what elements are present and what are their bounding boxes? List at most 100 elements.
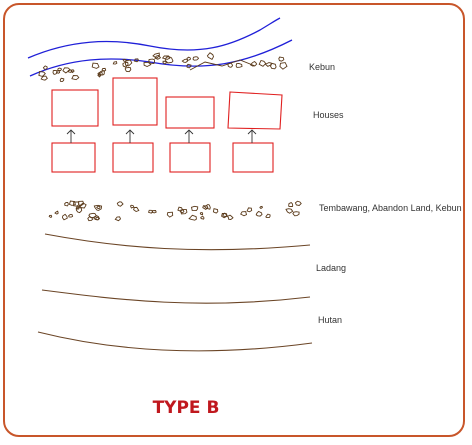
stone-icon: [54, 210, 59, 215]
stone-icon: [181, 58, 189, 63]
stone-icon: [265, 213, 271, 219]
stone-icon: [188, 214, 197, 221]
stone-icon: [93, 204, 103, 211]
diagram-frame: [3, 3, 465, 437]
hutan-line: [37, 331, 313, 352]
house-large-4: [227, 91, 283, 130]
stone-icon: [96, 205, 101, 209]
stone-icon: [68, 200, 76, 206]
stone-icon: [227, 62, 234, 68]
stone-icon: [226, 214, 234, 220]
label-houses: Houses: [313, 110, 344, 120]
stone-icon: [67, 69, 73, 73]
stone-icon: [212, 208, 219, 214]
stone-icon: [199, 212, 204, 216]
house-small-1: [51, 142, 96, 173]
stone-icon: [78, 202, 87, 209]
house-small-2: [112, 142, 154, 173]
stone-icon: [190, 205, 199, 212]
stone-icon: [179, 209, 185, 214]
label-ladang: Ladang: [316, 263, 347, 273]
stone-icon: [114, 216, 122, 222]
stone-icon: [62, 213, 68, 221]
stone-icon: [203, 203, 211, 210]
stone-icon: [124, 66, 132, 73]
house-large-2: [112, 77, 158, 126]
stone-icon: [116, 201, 124, 207]
label-kebun: Kebun: [309, 62, 336, 72]
arrow-up-icon: [247, 129, 257, 143]
stone-icon: [93, 215, 101, 221]
stone-icon: [152, 52, 160, 59]
stone-icon: [246, 207, 253, 213]
arrow-up-icon: [125, 129, 135, 143]
stone-icon: [68, 214, 74, 218]
stone-icon: [122, 61, 129, 68]
stone-icon: [124, 59, 133, 67]
stone-icon: [62, 67, 72, 74]
stone-icon: [101, 67, 107, 72]
stone-icon: [40, 75, 48, 81]
stone-icon: [288, 202, 294, 207]
stone-icon: [235, 62, 243, 68]
stone-icon: [122, 58, 127, 62]
houses: [51, 77, 283, 173]
stone-icon: [88, 212, 97, 218]
stone-icon: [133, 58, 140, 63]
stone-icon: [292, 211, 300, 217]
stone-icon: [73, 201, 80, 207]
tembawang-stones: [48, 200, 302, 222]
stone-icon: [148, 58, 155, 64]
growth-arrows: [66, 129, 257, 143]
stone-icon: [278, 56, 285, 62]
house-large-3: [165, 96, 215, 129]
stone-icon: [206, 52, 214, 61]
kebun-path: [189, 59, 256, 71]
stone-icon: [240, 211, 248, 217]
arrow-up-icon: [66, 129, 76, 143]
stone-icon: [52, 69, 58, 75]
arrow-up-icon: [184, 129, 194, 143]
stone-icon: [162, 60, 167, 65]
stone-icon: [200, 216, 205, 220]
stone-icon: [294, 200, 302, 206]
field-lines: [37, 233, 313, 352]
stone-icon: [255, 210, 263, 217]
stone-icon: [59, 77, 65, 82]
stone-icon: [258, 59, 267, 67]
stone-icon: [259, 205, 263, 209]
stone-icon: [148, 209, 154, 214]
stone-icon: [177, 206, 183, 212]
house-small-4: [232, 142, 274, 173]
stone-icon: [202, 205, 209, 210]
stone-icon: [186, 56, 192, 61]
river-bank-lower: [29, 39, 293, 77]
house-small-3: [169, 142, 211, 173]
stone-icon: [91, 62, 100, 69]
stone-icon: [48, 214, 53, 219]
diagram-title: TYPE B: [152, 398, 220, 418]
stone-icon: [186, 63, 192, 69]
stone-icon: [285, 208, 294, 214]
label-hutan: Hutan: [318, 315, 343, 325]
stone-icon: [71, 75, 80, 81]
river-bank-upper: [27, 17, 281, 59]
stone-icon: [57, 67, 62, 72]
ladang-lower-line: [41, 289, 311, 304]
ladang-upper-line: [44, 233, 311, 251]
stone-icon: [164, 56, 174, 64]
label-tembawang: Tembawang, Abandon Land, Kebun: [319, 203, 462, 213]
stone-icon: [38, 70, 46, 77]
stone-icon: [97, 73, 102, 78]
stone-icon: [166, 211, 174, 218]
stone-icon: [221, 213, 229, 219]
stone-icon: [112, 61, 118, 65]
stone-icon: [192, 56, 200, 61]
river: [27, 17, 293, 77]
stone-icon: [264, 62, 272, 67]
stone-icon: [130, 204, 135, 209]
stone-icon: [64, 202, 69, 207]
stone-icon: [76, 206, 80, 210]
stone-icon: [42, 65, 48, 70]
